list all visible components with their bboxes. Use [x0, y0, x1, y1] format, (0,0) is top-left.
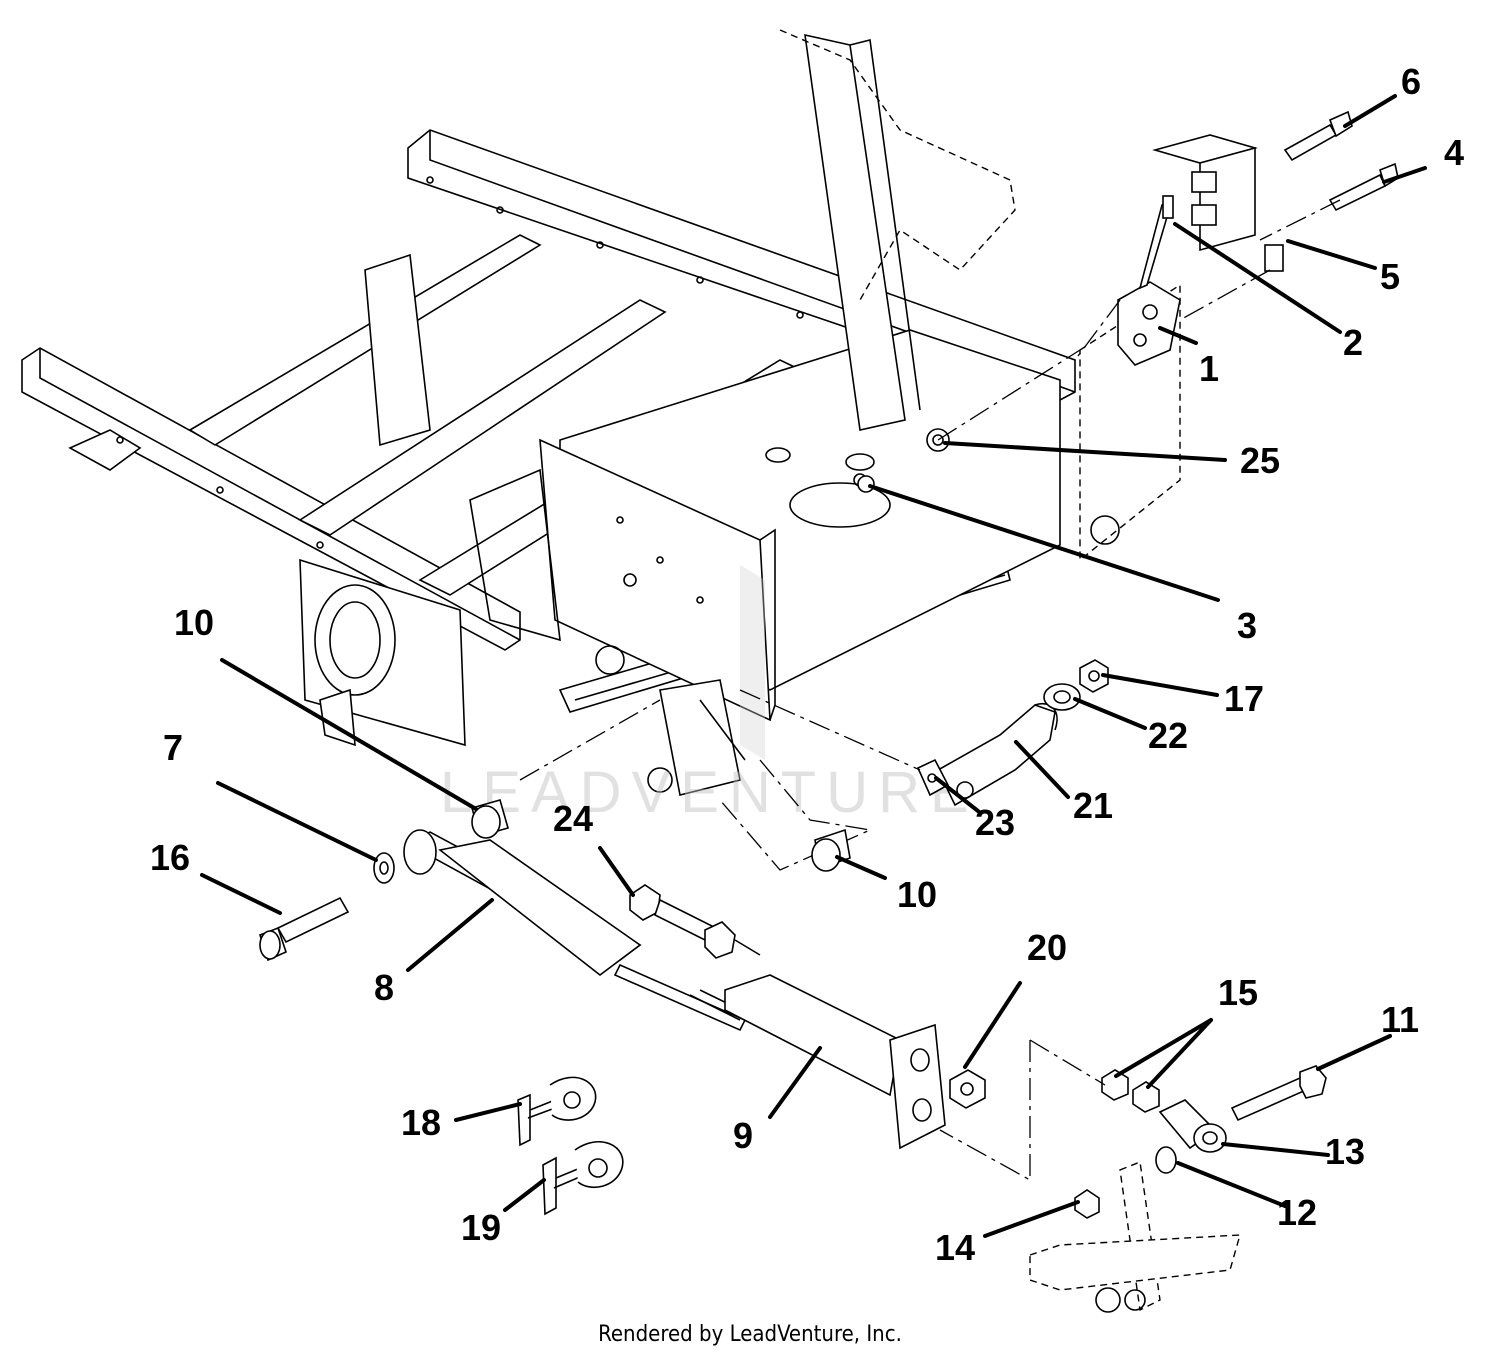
washer-12: [1155, 1146, 1177, 1174]
callout-7: 7: [163, 727, 183, 768]
callout-14: 14: [935, 1227, 975, 1268]
callout-25: 25: [1240, 440, 1280, 481]
nut-15-b: [1132, 1081, 1160, 1113]
callout-3: 3: [1237, 605, 1257, 646]
mower-frame: [21, 29, 1181, 796]
svg-text:LEADVENTURE: LEADVENTURE: [440, 760, 979, 825]
callout-18: 18: [401, 1102, 441, 1143]
screw-4: [1328, 162, 1399, 212]
nut-3: [857, 475, 875, 493]
hydraulic-cylinder-8: [403, 829, 747, 1032]
nut-20: [949, 1069, 986, 1109]
callout-12: 12: [1277, 1192, 1317, 1233]
lever-bracket: [1029, 1161, 1241, 1313]
callout-23: 23: [975, 802, 1015, 843]
callout-10-right: 10: [897, 874, 937, 915]
hydraulic-valve: [1117, 195, 1181, 366]
callout-8: 8: [374, 967, 394, 1008]
callout-17: 17: [1224, 678, 1264, 719]
callout-1: 1: [1199, 348, 1219, 389]
washer-22: [1043, 683, 1081, 711]
footer-credit: Rendered by LeadVenture, Inc.: [598, 1322, 902, 1347]
washer-7: [373, 852, 395, 884]
callout-19: 19: [461, 1207, 501, 1248]
bushing-10-left: [471, 799, 509, 839]
leader-lines: [200, 94, 1427, 1238]
bolt-16: [259, 896, 350, 962]
rod-end-13: [1158, 1099, 1227, 1153]
callout-13: 13: [1325, 1131, 1365, 1172]
clip-19: [542, 1140, 624, 1216]
phantom-lines-mid: [519, 689, 921, 871]
bushing-10-right: [811, 828, 851, 872]
callout-2: 2: [1343, 322, 1363, 363]
callout-6: 6: [1401, 61, 1421, 102]
callout-10-left: 10: [174, 602, 214, 643]
screw-6: [1283, 110, 1353, 162]
callout-15: 15: [1218, 972, 1258, 1013]
clip-18: [517, 1076, 597, 1147]
callout-21: 21: [1073, 785, 1113, 826]
callout-20: 20: [1027, 927, 1067, 968]
rod-assembly-9: [724, 974, 946, 1150]
callout-9: 9: [733, 1115, 753, 1156]
phantom-lines-bottom: [939, 1039, 1106, 1182]
callout-labels: 1 2 3 4 5 6 7 8 9 10 10 11 12 13 14 15 1…: [150, 61, 1464, 1268]
nut-15-a: [1101, 1069, 1129, 1101]
fitting-24: [629, 884, 761, 959]
callout-11: 11: [1381, 999, 1419, 1040]
callout-5: 5: [1380, 256, 1400, 297]
callout-16: 16: [150, 837, 190, 878]
callout-22: 22: [1148, 715, 1188, 756]
nut-17: [1079, 659, 1109, 693]
watermark: LEADVENTURE: [440, 565, 979, 825]
bolt-11: [1230, 1065, 1327, 1122]
nut-14: [1074, 1189, 1100, 1219]
callout-4: 4: [1444, 132, 1464, 173]
callout-24: 24: [553, 798, 593, 839]
linkage-rod-21: [936, 703, 1058, 807]
valve-bracket: [1152, 134, 1284, 272]
